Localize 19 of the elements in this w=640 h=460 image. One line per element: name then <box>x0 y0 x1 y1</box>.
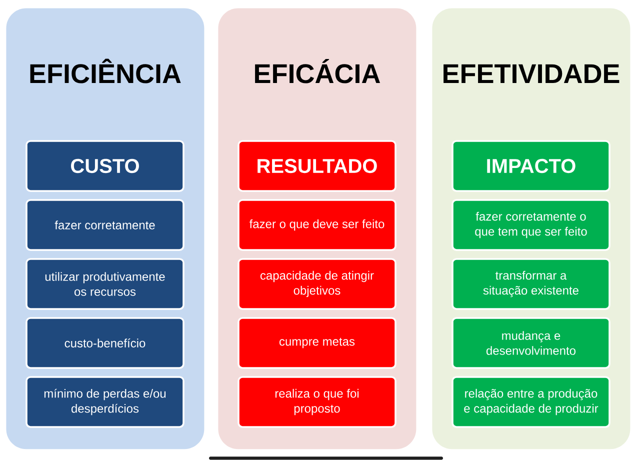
item-box: custo-benefício <box>26 317 184 369</box>
column-title: EFICIÊNCIA <box>30 58 181 84</box>
header-box: RESULTADO <box>238 140 396 192</box>
item-box: mudança e desenvolvimento <box>452 317 610 369</box>
item-box: fazer o que deve ser feito <box>238 199 396 251</box>
item-box: realiza o que foi proposto <box>238 376 396 428</box>
item-box: utilizar produtivamente os recursos <box>26 258 184 310</box>
item-box: mínimo de perdas e/ou desperdícios <box>26 376 184 428</box>
header-box: CUSTO <box>26 140 184 192</box>
item-box: fazer corretamente <box>26 199 184 251</box>
item-box: capacidade de atingir objetivos <box>238 258 396 310</box>
item-box: fazer corretamente o que tem que ser feito <box>452 199 610 251</box>
item-box: transformar a situação existente <box>452 258 610 310</box>
item-box: cumpre metas <box>238 317 396 369</box>
column-title: EFICÁCIA <box>255 59 380 84</box>
header-box: IMPACTO <box>452 140 610 192</box>
column-title: EFETIVIDADE <box>444 64 620 83</box>
cut-off-panel <box>209 456 443 460</box>
item-box: relação entre a produção e capacidade de produzir <box>452 376 610 428</box>
